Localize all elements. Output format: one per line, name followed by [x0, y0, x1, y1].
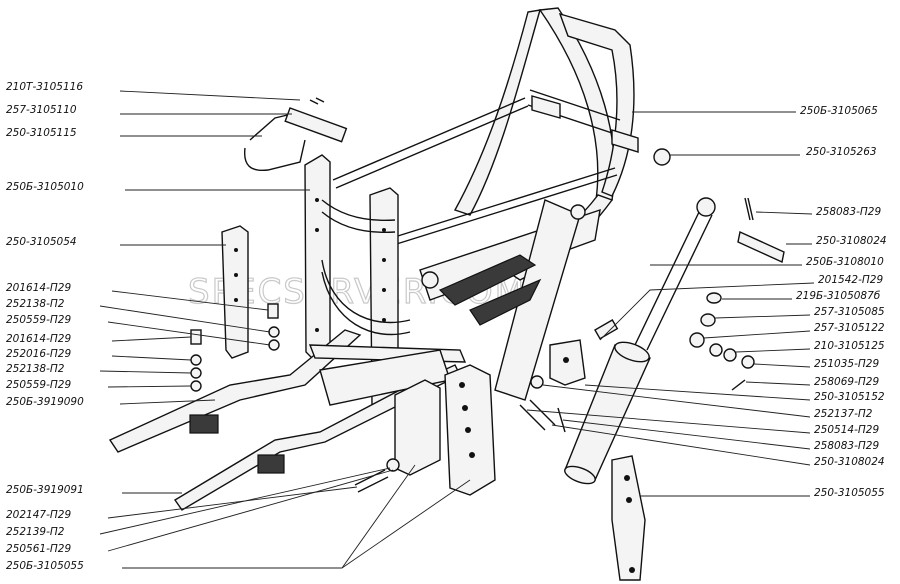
left-fasteners — [190, 303, 280, 392]
cylinder-mount-bracket — [549, 319, 619, 386]
callout-label: 250Б-3919090 — [6, 396, 84, 408]
leader-line — [119, 90, 301, 101]
right-lower-plate — [611, 455, 646, 581]
callout-label: 257-3105122 — [814, 322, 885, 334]
leader-line — [599, 282, 815, 341]
callout-label: 250561-П29 — [6, 543, 71, 555]
callout-label: 250-3105054 — [6, 236, 77, 248]
callout-label: 250Б-3105055 — [6, 560, 84, 572]
leader-line — [107, 469, 394, 552]
callout-label: 219Б-3105087б — [796, 290, 881, 302]
spare-wheel-holder-drawing — [108, 7, 785, 581]
callout-label: 252138-П2 — [6, 298, 65, 310]
leader-line — [551, 424, 811, 466]
callout-label: 250Б-3108010 — [806, 256, 884, 268]
leader-line — [562, 419, 811, 450]
callout-label: 201542-П29 — [818, 274, 883, 286]
leader-line — [584, 384, 811, 401]
callout-label: 258083-П29 — [814, 440, 879, 452]
callout-label: 252137-П2 — [814, 408, 873, 420]
front-plates — [354, 364, 496, 496]
leader-line — [111, 290, 269, 311]
leader-line — [99, 305, 271, 333]
leader-line — [111, 355, 192, 361]
callout-label: 258083-П29 — [816, 206, 881, 218]
hydraulic-cylinder — [564, 197, 716, 485]
callout-label: 250-3105055 — [814, 487, 885, 499]
callout-label: 258069-П29 — [814, 376, 879, 388]
leader-line — [107, 321, 271, 346]
callout-label: 257-3105085 — [814, 306, 885, 318]
leader-line — [107, 385, 192, 388]
callout-label: 257-3105110 — [6, 104, 77, 116]
callout-label: 201614-П29 — [6, 282, 71, 294]
leader-line — [714, 314, 811, 319]
base-frame — [108, 329, 467, 511]
leader-line — [111, 336, 192, 342]
callout-label: 250Б-3105010 — [6, 181, 84, 193]
leader-line — [755, 211, 813, 215]
callout-label: 252139-П2 — [6, 526, 65, 538]
leader-line — [526, 409, 811, 434]
leader-line — [341, 479, 471, 569]
leader-line — [735, 348, 811, 353]
callout-label: 250559-П29 — [6, 379, 71, 391]
leader-line — [122, 464, 416, 569]
callout-label: 250-3105263 — [806, 146, 877, 158]
curved-straps — [321, 199, 411, 336]
leader-line — [119, 399, 216, 405]
callout-label: 250559-П29 — [6, 314, 71, 326]
leader-line — [99, 370, 192, 374]
callout-label: 252016-П29 — [6, 348, 71, 360]
callout-label: 250514-П29 — [814, 424, 879, 436]
right-small-parts — [519, 148, 785, 433]
callout-label: 250Б-3919091 — [6, 484, 84, 496]
callout-label: 210Т-3105116 — [6, 81, 83, 93]
callout-label: 210-3105125 — [814, 340, 885, 352]
callout-label: 202147-П29 — [6, 509, 71, 521]
support-bracket — [419, 199, 601, 401]
callout-label: 250Б-3105065 — [800, 105, 878, 117]
leader-line — [542, 384, 811, 418]
leader-line — [99, 467, 391, 535]
callout-label: 201614-П29 — [6, 333, 71, 345]
callout-label: 250-3105115 — [6, 127, 77, 139]
pin-assembly — [243, 97, 348, 172]
right-callouts: 250Б-3105065 250-3105263 258083-П29 250-… — [526, 105, 887, 499]
left-small-bracket — [221, 225, 249, 359]
callout-label: 252138-П2 — [6, 363, 65, 375]
callout-label: 250-3108024 — [814, 456, 885, 468]
leader-line — [107, 486, 358, 519]
leader-line — [745, 381, 811, 386]
leader-line — [703, 330, 811, 339]
left-callouts: 210Т-3105116 257-3105110 250-3105115 250… — [6, 81, 471, 572]
leader-line — [753, 363, 811, 368]
callout-label: 250-3108024 — [816, 235, 887, 247]
callout-label: 251035-П29 — [814, 358, 879, 370]
callout-label: 250-3105152 — [814, 391, 885, 403]
